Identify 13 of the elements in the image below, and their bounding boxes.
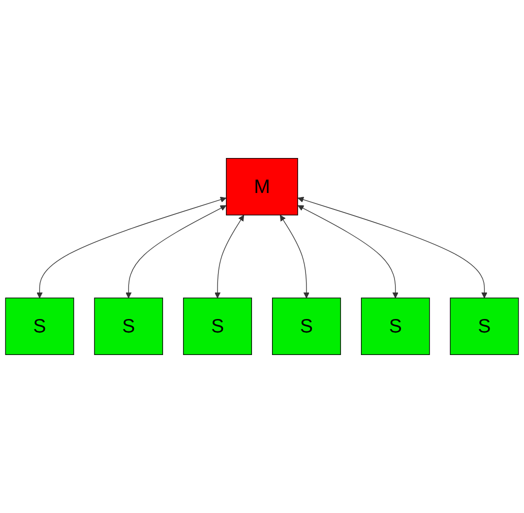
node-box: S bbox=[450, 298, 519, 355]
arrow bbox=[298, 196, 488, 298]
node-box: S bbox=[94, 298, 164, 355]
node-box: M bbox=[226, 158, 298, 216]
node-box: S bbox=[5, 298, 74, 355]
arrow bbox=[36, 196, 226, 298]
arrow bbox=[214, 214, 244, 298]
node-box: S bbox=[272, 298, 341, 355]
arrow bbox=[126, 205, 226, 298]
arrow bbox=[298, 205, 398, 298]
arrow bbox=[280, 214, 310, 298]
node-box: S bbox=[360, 298, 430, 355]
node-box: S bbox=[183, 298, 252, 355]
